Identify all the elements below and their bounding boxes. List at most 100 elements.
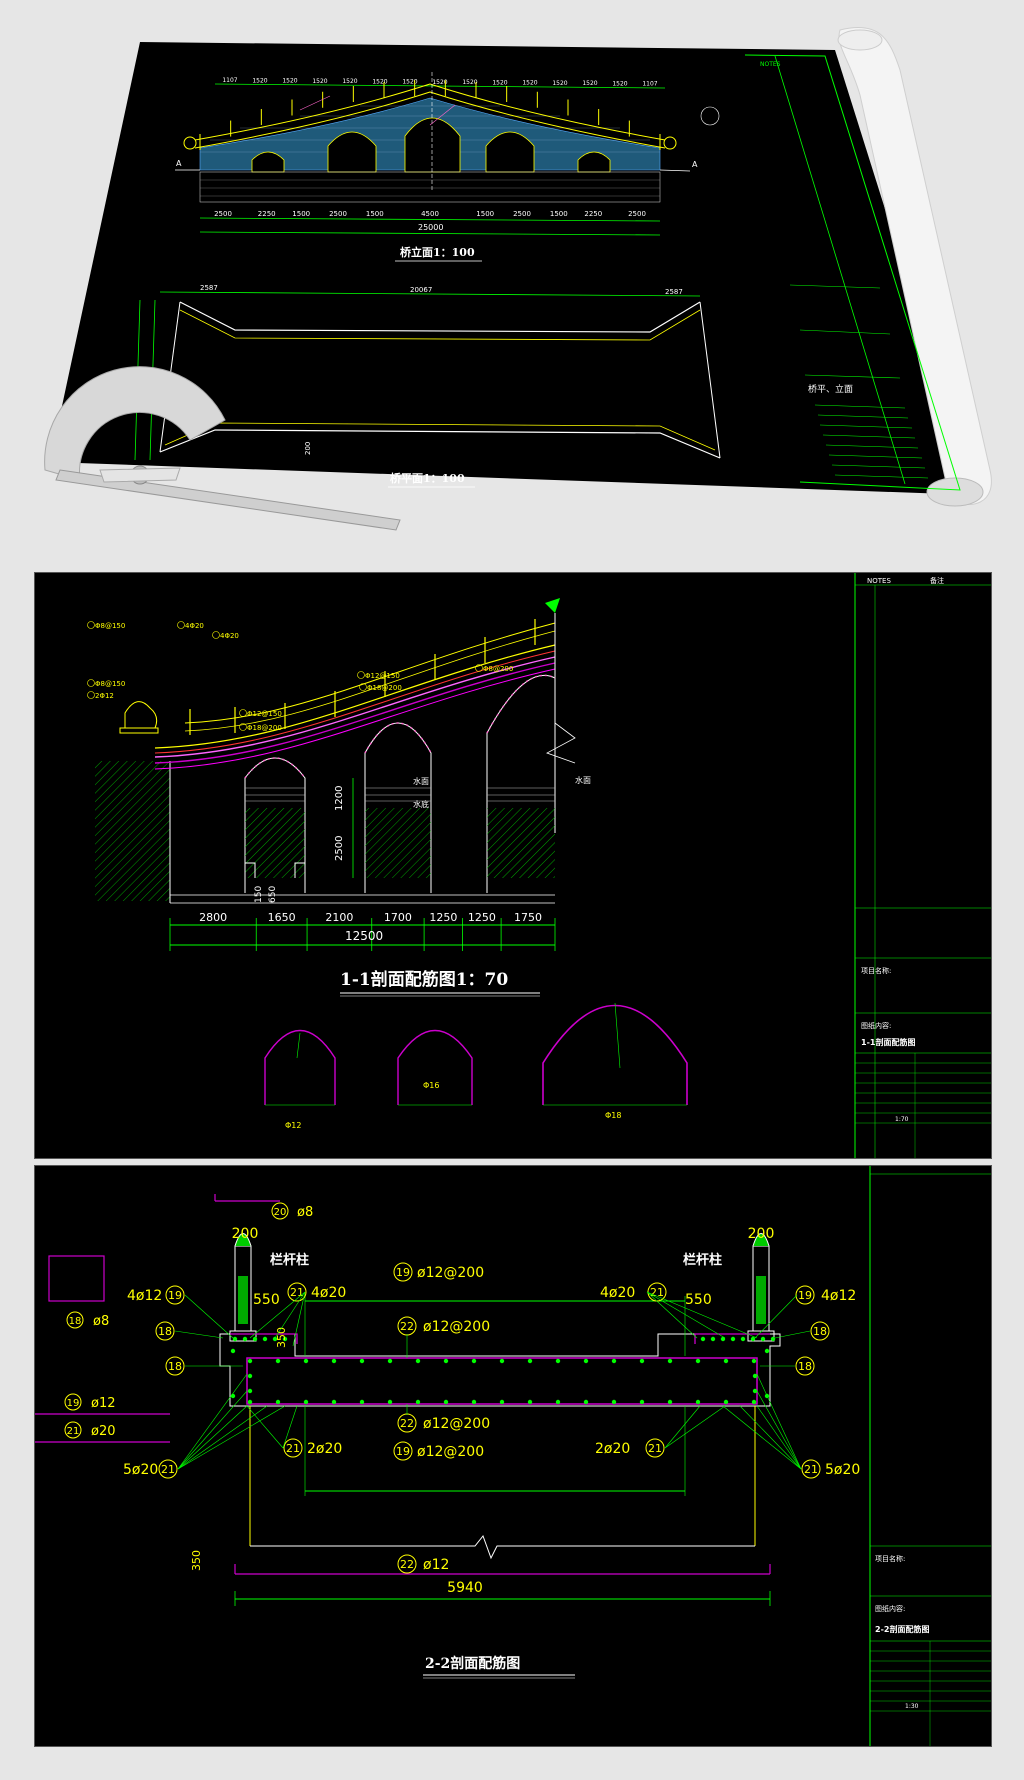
railing-post-left bbox=[229, 1233, 257, 1342]
rebar-dot-2 bbox=[252, 1336, 258, 1342]
rebar-dot-32 bbox=[499, 1358, 505, 1364]
sheet3-svg: 项目名称: 图纸内容: 2-2剖面配筋图 1:30 20 ø8 18 ø8 bbox=[35, 1166, 991, 1746]
leader-17 bbox=[246, 1405, 284, 1449]
post-label-left: 栏杆柱 bbox=[270, 1252, 309, 1268]
rebar-mark-5 bbox=[239, 709, 247, 717]
leader-18 bbox=[282, 1405, 298, 1449]
leader-4 bbox=[274, 1291, 306, 1339]
right-top-pair: 4ø20 bbox=[600, 1285, 635, 1301]
right-bottom-21-num: 21 bbox=[804, 1463, 818, 1476]
plan-title: 桥平面1：100 bbox=[390, 471, 465, 485]
rebar-dot-55 bbox=[752, 1388, 758, 1394]
rebar-dot-12 bbox=[760, 1336, 766, 1342]
legend-18-num: 18 bbox=[69, 1316, 82, 1327]
rebar-dot-43 bbox=[639, 1399, 645, 1405]
leader-6 bbox=[646, 1291, 698, 1339]
rebar-dot-39 bbox=[583, 1399, 589, 1405]
rebar-dot-49 bbox=[723, 1399, 729, 1405]
rebar-dot-41 bbox=[611, 1399, 617, 1405]
top-dim-9: 1520 bbox=[492, 79, 507, 86]
rebar-label-2: 4Φ20 bbox=[220, 632, 239, 640]
bottom-long-bar-num: 22 bbox=[400, 1558, 414, 1571]
rebar-dot-56 bbox=[230, 1348, 236, 1354]
section-dim-1: 1650 bbox=[268, 911, 296, 924]
right-bottom-21-circle bbox=[801, 1459, 821, 1479]
top-bar-text: ø12@200 bbox=[417, 1265, 484, 1281]
section-1-1-title: 1-1剖面配筋图1：70 bbox=[340, 969, 508, 990]
rebar-dot-35 bbox=[527, 1399, 533, 1405]
bridge-elevation: A A bbox=[175, 72, 720, 203]
rebar-dot-52 bbox=[247, 1373, 253, 1379]
rebar-mark-7 bbox=[357, 671, 365, 679]
top-dim-7: 1520 bbox=[432, 79, 447, 86]
left-top-pair: 4ø20 bbox=[311, 1285, 346, 1301]
rebar-label-8: Φ18@200 bbox=[367, 684, 402, 692]
bottom-bar-circle bbox=[393, 1441, 413, 1461]
rebar-dot-47 bbox=[695, 1399, 701, 1405]
section-dim-6: 1750 bbox=[514, 911, 542, 924]
height-dim-2500: 2500 bbox=[334, 836, 345, 861]
rebar-dot-10 bbox=[740, 1336, 746, 1342]
rebar-mark-0 bbox=[87, 621, 95, 629]
arch-detail-2-label: Φ16 bbox=[423, 1081, 439, 1090]
mark-18-left-top-circle bbox=[155, 1321, 175, 1341]
rebar-dot-18 bbox=[303, 1358, 309, 1364]
top-bar-circle bbox=[393, 1262, 413, 1282]
rebar-legend: 20 ø8 18 ø8 19 ø12 21 ø20 bbox=[35, 1194, 313, 1443]
bottom-dim-6: 1500 bbox=[476, 210, 494, 218]
legend-18-text: ø8 bbox=[93, 1314, 109, 1329]
sheet3-titleblock: 项目名称: 图纸内容: 2-2剖面配筋图 1:30 bbox=[869, 1166, 991, 1746]
arch-rebar-details: Φ12 Φ16 Φ18 bbox=[264, 1002, 688, 1130]
leader-0 bbox=[184, 1294, 234, 1339]
rebar-dot-15 bbox=[247, 1399, 253, 1405]
height-dim-650: 650 bbox=[268, 886, 278, 903]
left-bank bbox=[95, 761, 171, 903]
bottom-dim-0: 2500 bbox=[214, 210, 232, 218]
rebar-dot-34 bbox=[527, 1358, 533, 1364]
rebar-dot-44 bbox=[667, 1358, 673, 1364]
plan-side-dim-3: 200 bbox=[304, 442, 312, 455]
top-dim-6: 1520 bbox=[402, 79, 417, 86]
rebar-dot-58 bbox=[764, 1348, 770, 1354]
arch-openings bbox=[170, 674, 556, 904]
tb2-scale: 1:70 bbox=[895, 1116, 909, 1123]
section-dim-3: 1700 bbox=[384, 911, 412, 924]
rebar-label-1: 4Φ20 bbox=[185, 622, 204, 630]
rebar-label-4: 2Φ12 bbox=[95, 692, 114, 700]
top-dim-1: 1520 bbox=[252, 77, 267, 84]
rebar-mark-9 bbox=[475, 664, 483, 672]
rebar-dot-53 bbox=[247, 1388, 253, 1394]
rebar-dot-0 bbox=[232, 1336, 238, 1342]
leader-21 bbox=[756, 1373, 802, 1470]
tb-notes: NOTES bbox=[760, 61, 781, 68]
rebar-dot-30 bbox=[471, 1358, 477, 1364]
total-width-dim: 5940 bbox=[447, 1580, 483, 1596]
rebar-dot-57 bbox=[230, 1393, 236, 1399]
mid-top-bar-text: ø12@200 bbox=[423, 1319, 490, 1335]
sheet2-svg: NOTES 备注 项目名称: 图纸内容: 1-1剖面配筋图 1:70 bbox=[87, 573, 991, 1158]
sheet-section-1-1: NOTES 备注 项目名称: 图纸内容: 1-1剖面配筋图 1:70 bbox=[34, 572, 992, 1159]
leader-5 bbox=[292, 1291, 306, 1347]
tb2-notes-cn: 备注 bbox=[930, 576, 944, 585]
rebar-label-6: Φ18@200 bbox=[247, 724, 282, 732]
rebar-dot-50 bbox=[751, 1358, 757, 1364]
leader-lines bbox=[174, 1291, 811, 1470]
bottom-dim-7: 2500 bbox=[513, 210, 531, 218]
tb2-notes: NOTES bbox=[867, 577, 891, 585]
legend-20-text: ø8 bbox=[297, 1205, 313, 1220]
section-mark-a-right: A bbox=[692, 160, 698, 169]
rebar-dot-8 bbox=[720, 1336, 726, 1342]
post-width-left: 200 bbox=[232, 1226, 259, 1242]
water-surface-label: 水面 bbox=[413, 776, 429, 786]
top-dim-13: 1520 bbox=[612, 80, 627, 87]
rebar-dot-29 bbox=[443, 1399, 449, 1405]
leader-14 bbox=[177, 1405, 248, 1470]
plan-dim-right: 2587 bbox=[665, 288, 683, 296]
rebar-dot-20 bbox=[331, 1358, 337, 1364]
legend-20-num: 20 bbox=[274, 1207, 287, 1218]
left-bottom-pair-21-circle bbox=[283, 1438, 303, 1458]
railing-post-right bbox=[747, 1233, 775, 1342]
